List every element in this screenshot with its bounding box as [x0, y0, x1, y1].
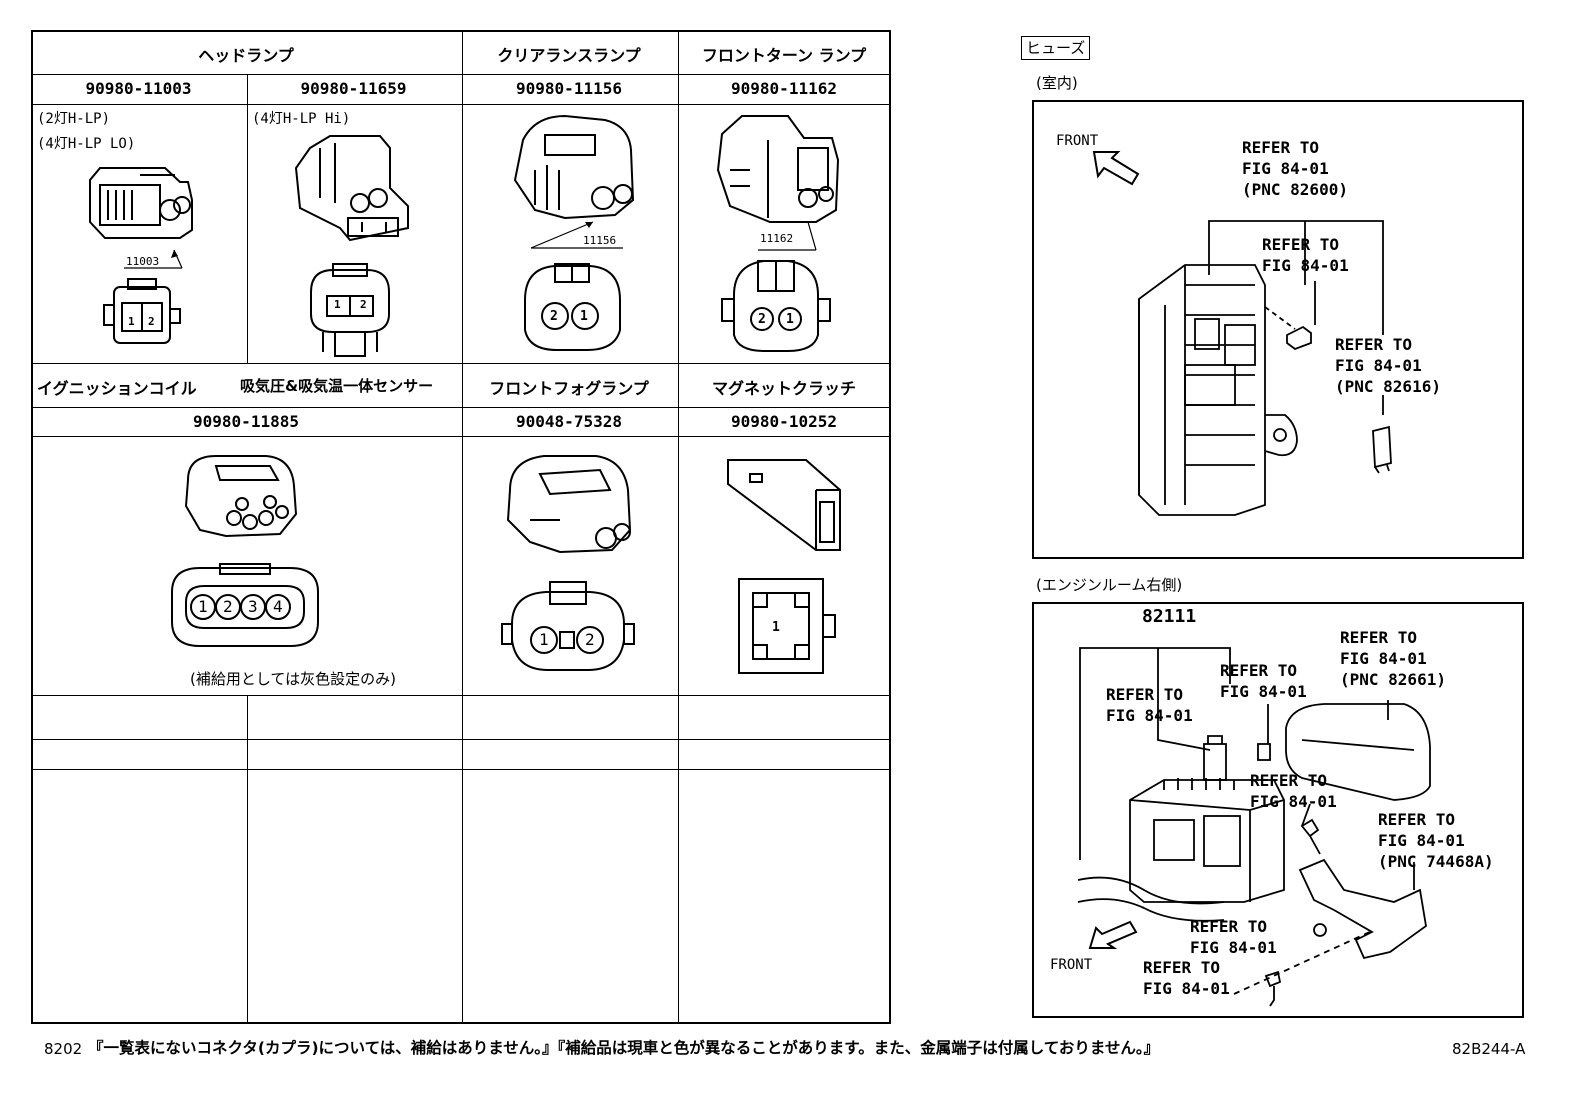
- pin-label: 1: [128, 315, 135, 328]
- divider: [462, 32, 463, 1024]
- front-arrow-icon: [1088, 920, 1138, 949]
- pin-label: 2: [758, 312, 766, 327]
- part-number: 90048-75328: [516, 412, 622, 431]
- header-headlamp: ヘッドランプ: [198, 46, 294, 65]
- connector-11162-face: [721, 260, 831, 352]
- engine-part-number: 82111: [1142, 606, 1197, 627]
- connector-11885-illustration: [184, 455, 298, 538]
- engine-room-fuse-box-panel: [1032, 602, 1524, 1018]
- header-clearance-lamp: クリアランスランプ: [497, 46, 641, 65]
- pin-label: 3: [248, 597, 258, 616]
- callout-label: 11156: [583, 234, 617, 247]
- refer-label: REFER TO FIG 84-01: [1220, 661, 1307, 701]
- refer-label: REFER TO FIG 84-01: [1143, 958, 1230, 998]
- refer-label: REFER TO FIG 84-01: [1262, 235, 1349, 275]
- variant-note: (4灯H-LP Hi): [252, 111, 351, 127]
- footer-note: 『一覧表にないコネクタ(カプラ)については、補給はありません。』『補給品は現車と…: [88, 1039, 1160, 1057]
- refer-label: REFER TO FIG 84-01 (PNC 74468A): [1378, 810, 1494, 871]
- refer-label: REFER TO FIG 84-01 (PNC 82616): [1335, 335, 1441, 396]
- header-front-turn-lamp: フロントターン ランプ: [701, 46, 867, 65]
- divider: [247, 74, 248, 364]
- pin-label: 2: [223, 597, 233, 616]
- pin-label: 2: [148, 315, 155, 328]
- pin-label: 1: [786, 312, 794, 327]
- divider: [247, 695, 248, 1024]
- connector-11003-illustration: [89, 167, 193, 239]
- interior-fuse-box-panel: [1032, 100, 1524, 559]
- pin-label: 2: [550, 309, 558, 324]
- connector-75328-illustration: [506, 455, 632, 554]
- refer-label: REFER TO FIG 84-01 (PNC 82661): [1340, 628, 1446, 689]
- part-number: 90980-11003: [85, 79, 192, 98]
- pin-label: 1: [334, 298, 341, 311]
- header-magnet-clutch: マグネットクラッチ: [711, 379, 856, 398]
- engine-room-label: (エンジンルーム右側): [1036, 576, 1183, 594]
- pin-label: 2: [585, 630, 595, 649]
- interior-label: (室内): [1036, 74, 1078, 92]
- part-number: 90980-11659: [300, 79, 407, 98]
- connector-11659-face: [310, 263, 390, 357]
- front-arrow-icon: [1092, 151, 1140, 186]
- header-intake-sensor: 吸気圧&吸気温一体センサー: [240, 377, 434, 395]
- pin-label: 1: [580, 309, 588, 324]
- refer-label: REFER TO FIG 84-01 (PNC 82600): [1242, 138, 1348, 199]
- connector-11003-callout: [124, 249, 183, 269]
- connector-11659-illustration: [294, 135, 409, 242]
- connector-11156-face: [524, 263, 621, 351]
- connector-table: [31, 30, 891, 1024]
- part-number: 90980-11156: [516, 79, 622, 98]
- variant-note: (2灯H-LP): [37, 111, 111, 127]
- connector-75328-face: [501, 581, 635, 671]
- connector-11885-face: [171, 563, 319, 647]
- supply-note: (補給用としては灰色設定のみ): [190, 670, 396, 688]
- variant-note: (4灯H-LP LO): [37, 136, 136, 152]
- refer-label: REFER TO FIG 84-01: [1106, 685, 1193, 725]
- divider: [678, 32, 679, 1024]
- pin-label: 1: [198, 597, 208, 616]
- pin-label: 1: [772, 620, 780, 635]
- callout-label: 11162: [760, 232, 794, 245]
- connector-11156-illustration: [513, 114, 635, 249]
- pin-label: 2: [360, 298, 367, 311]
- header-front-fog-lamp: フロントフォグランプ: [489, 379, 649, 398]
- refer-label: REFER TO FIG 84-01: [1190, 917, 1277, 957]
- connector-11162-illustration: [716, 115, 840, 251]
- header-ignition-coil: イグニッションコイル: [37, 379, 197, 398]
- pin-label: 1: [539, 630, 549, 649]
- connector-10252-face: [738, 578, 836, 674]
- figure-code: 82B244-A: [1452, 1040, 1526, 1058]
- part-number: 90980-11162: [731, 79, 837, 98]
- connector-11003-face: [103, 278, 181, 344]
- pin-label: 4: [273, 597, 283, 616]
- part-number: 90980-10252: [731, 412, 837, 431]
- engine-fuse-block-drawing: [1077, 647, 1431, 1007]
- part-number: 90980-11885: [193, 412, 299, 431]
- front-label: FRONT: [1050, 957, 1093, 973]
- connector-10252-illustration: [727, 459, 841, 551]
- page-code: 8202: [44, 1040, 83, 1058]
- interior-fuse-block-drawing: [1138, 220, 1392, 516]
- front-label: FRONT: [1056, 133, 1099, 149]
- fuse-title: ヒューズ: [1021, 36, 1091, 60]
- callout-label: 11003: [126, 255, 160, 268]
